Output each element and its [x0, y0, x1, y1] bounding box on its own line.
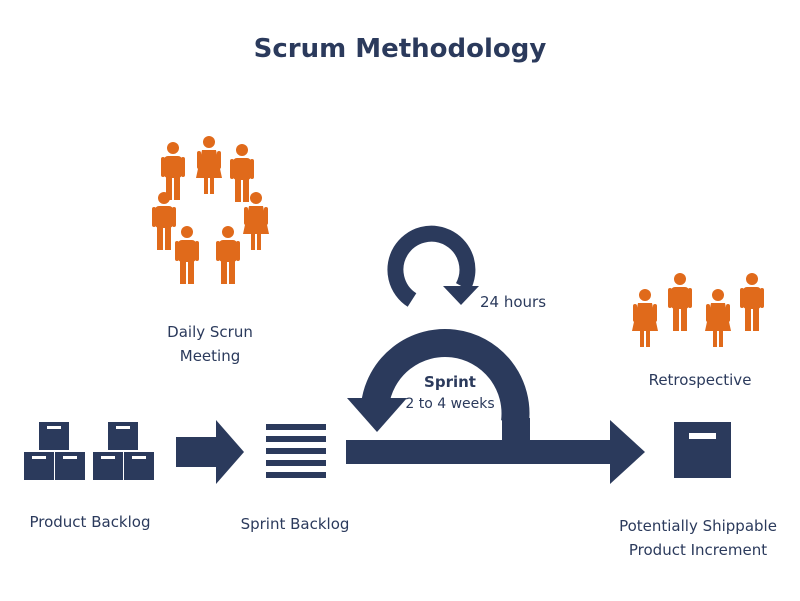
long-arrow-icon	[346, 420, 645, 484]
daily-scrum-people-icon	[152, 136, 269, 284]
daily-scrum-label: Daily Scrun Meeting	[140, 320, 280, 368]
retrospective-people-icon	[632, 273, 764, 347]
sprint-backlog-icon	[266, 424, 326, 478]
product-increment-icon	[674, 422, 731, 478]
page-title: Scrum Methodology	[253, 34, 547, 64]
sprint-backlog-label: Sprint Backlog	[240, 515, 350, 533]
daily-loop-arrowhead-icon	[443, 286, 479, 305]
product-increment-label-line1: Potentially Shippable	[619, 517, 777, 535]
hours-label: 24 hours	[480, 293, 547, 311]
sprint-cycle-icon	[361, 329, 530, 424]
daily-loop-icon	[387, 225, 476, 307]
daily-scrum-label-line1: Daily Scrun	[167, 323, 253, 341]
sprint-duration-label: 2 to 4 weeks	[405, 396, 495, 412]
daily-scrum-label-line2: Meeting	[179, 347, 241, 365]
product-increment-label: Potentially Shippable Product Increment	[600, 514, 796, 562]
product-increment-label-line2: Product Increment	[628, 541, 768, 559]
sprint-arrowhead-icon	[347, 398, 407, 432]
sprint-label: Sprint	[424, 373, 476, 391]
arrow-right-icon	[176, 420, 244, 484]
product-backlog-icon	[24, 422, 154, 480]
product-backlog-label: Product Backlog	[29, 513, 151, 531]
retrospective-label: Retrospective	[648, 371, 752, 389]
